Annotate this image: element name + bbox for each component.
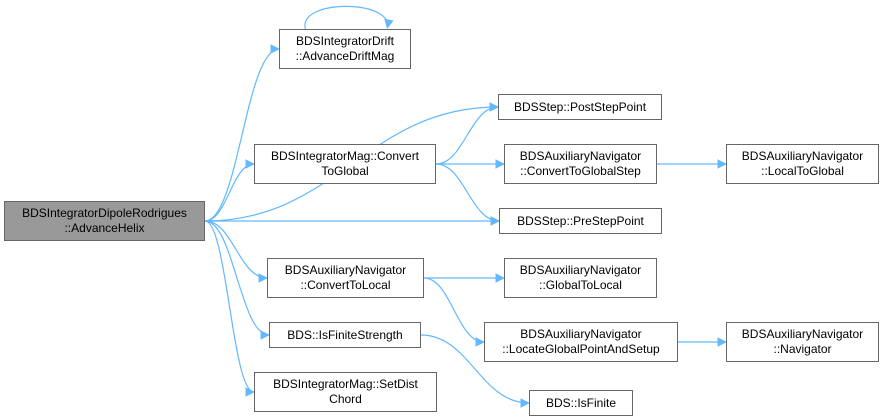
node-pre-step-point[interactable]: BDSStep::PreStepPoint bbox=[499, 208, 662, 234]
edge-root-to-aux_convert_local bbox=[204, 220, 268, 283]
node-label-line1: BDSIntegratorDipoleRodrigues bbox=[22, 206, 187, 220]
node-label-line1: BDSIntegratorMag::SetDist bbox=[273, 377, 418, 391]
node-label-line2: ::LocalToGlobal bbox=[761, 164, 844, 178]
node-label-line2: ::AdvanceDriftMag bbox=[295, 49, 395, 63]
node-label-line1: BDSAuxiliaryNavigator bbox=[741, 327, 864, 341]
node-local-to-global[interactable]: BDSAuxiliaryNavigator ::LocalToGlobal bbox=[726, 144, 879, 184]
edge-root-to-is_finite_strength bbox=[204, 220, 270, 340]
node-locate-global-point-and-setup[interactable]: BDSAuxiliaryNavigator ::LocateGlobalPoin… bbox=[484, 322, 678, 362]
node-label-line2: ::Navigator bbox=[773, 342, 832, 356]
node-label-line1: BDSStep::PreStepPoint bbox=[517, 213, 644, 228]
node-post-step-point[interactable]: BDSStep::PostStepPoint bbox=[498, 94, 662, 120]
node-label-line2: Chord bbox=[329, 392, 362, 406]
node-label-line1: BDSAuxiliaryNavigator bbox=[284, 263, 407, 277]
node-label-line2: ::AdvanceHelix bbox=[64, 221, 145, 235]
node-convert-to-global-step[interactable]: BDSAuxiliaryNavigator ::ConvertToGlobalS… bbox=[504, 144, 657, 184]
node-label-line2: ::ConvertToGlobalStep bbox=[520, 164, 641, 178]
node-label-line1: BDSIntegratorMag::Convert bbox=[270, 149, 420, 163]
node-label-line1: BDSAuxiliaryNavigator bbox=[741, 149, 864, 163]
node-label-line1: BDSAuxiliaryNavigator bbox=[519, 149, 642, 163]
node-global-to-local[interactable]: BDSAuxiliaryNavigator ::GlobalToLocal bbox=[504, 258, 657, 298]
edge-root-to-set_dist_chord bbox=[204, 220, 255, 397]
edge-is_finite_strength-to-is_finite bbox=[420, 334, 530, 408]
edge-root-to-convert_global bbox=[204, 159, 255, 222]
node-label-line1: BDSAuxiliaryNavigator bbox=[519, 263, 642, 277]
edge-convert_global-to-prestep bbox=[435, 163, 500, 226]
node-label-line2: ::GlobalToLocal bbox=[539, 278, 622, 292]
node-label-line1: BDSStep::PostStepPoint bbox=[513, 99, 647, 114]
node-label-line1: BDS::IsFinite bbox=[545, 395, 617, 410]
edge-convert_global-to-poststep bbox=[435, 102, 499, 165]
node-advance-helix[interactable]: BDSIntegratorDipoleRodrigues ::AdvanceHe… bbox=[4, 201, 205, 241]
node-label-line1: BDS::IsFiniteStrength bbox=[287, 327, 403, 342]
edge-drift-to-drift bbox=[304, 5, 394, 30]
edge-aux_convert_local-to-aux_locate bbox=[423, 277, 485, 347]
node-label-line2: ::ConvertToLocal bbox=[300, 278, 391, 292]
node-advance-drift-mag[interactable]: BDSIntegratorDrift ::AdvanceDriftMag bbox=[279, 29, 411, 69]
edge-root-to-drift bbox=[204, 44, 280, 222]
node-is-finite-strength[interactable]: BDS::IsFiniteStrength bbox=[269, 322, 421, 348]
node-navigator[interactable]: BDSAuxiliaryNavigator ::Navigator bbox=[726, 322, 879, 362]
node-label-line1: BDSAuxiliaryNavigator bbox=[520, 327, 642, 341]
node-label-line2: ::LocateGlobalPointAndSetup bbox=[502, 342, 660, 356]
node-label-line1: BDSIntegratorDrift bbox=[295, 34, 395, 48]
node-convert-to-global[interactable]: BDSIntegratorMag::Convert ToGlobal bbox=[254, 144, 436, 184]
node-convert-to-local[interactable]: BDSAuxiliaryNavigator ::ConvertToLocal bbox=[267, 258, 424, 298]
node-set-dist-chord[interactable]: BDSIntegratorMag::SetDist Chord bbox=[254, 372, 437, 412]
node-label-line2: ToGlobal bbox=[321, 164, 369, 178]
node-is-finite[interactable]: BDS::IsFinite bbox=[529, 390, 633, 416]
